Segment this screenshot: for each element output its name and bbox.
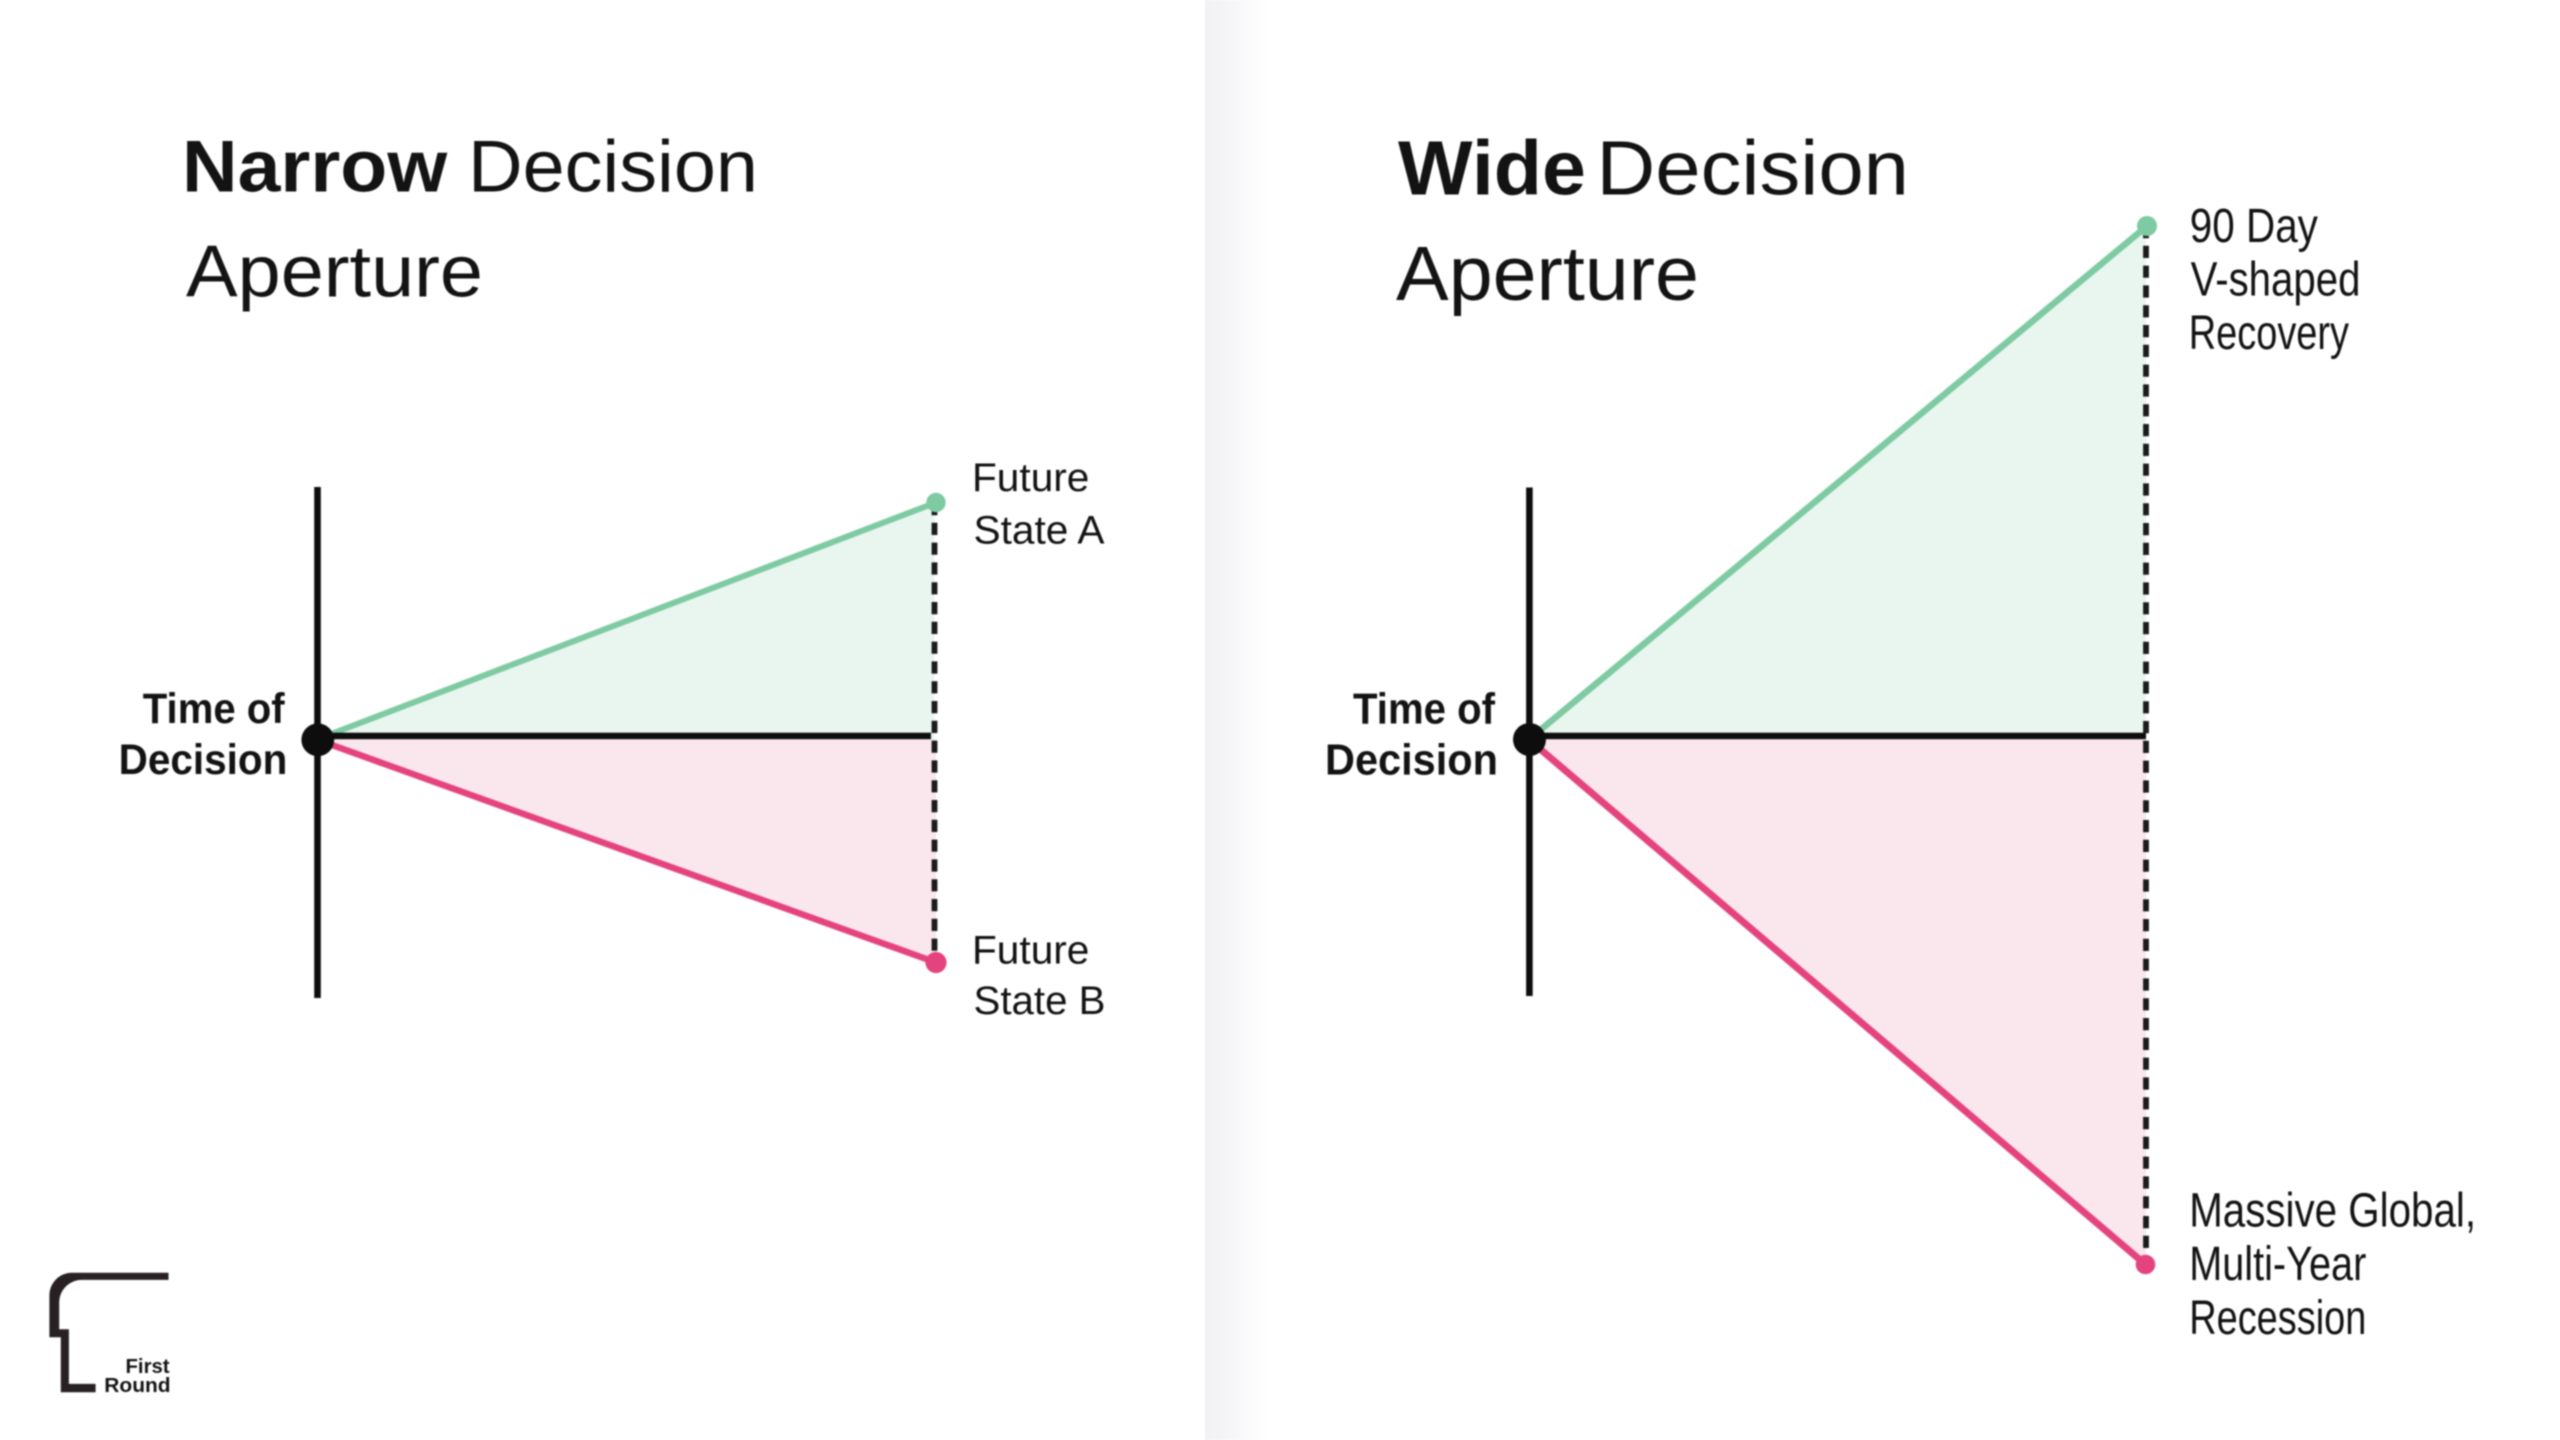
svg-text:State A: State A bbox=[974, 509, 1105, 553]
svg-text:Decision: Decision bbox=[1325, 735, 1498, 784]
svg-text:Decision: Decision bbox=[1596, 126, 1909, 212]
svg-text:Future: Future bbox=[972, 928, 1089, 972]
svg-text:Decision: Decision bbox=[119, 736, 288, 784]
svg-text:Aperture: Aperture bbox=[1396, 231, 1699, 317]
svg-text:Time of: Time of bbox=[143, 685, 285, 733]
svg-text:Time of: Time of bbox=[1353, 684, 1495, 733]
svg-text:V-shaped: V-shaped bbox=[2191, 253, 2361, 307]
svg-text:Narrow: Narrow bbox=[182, 126, 447, 207]
svg-text:Recession: Recession bbox=[2189, 1291, 2366, 1345]
svg-text:Recovery: Recovery bbox=[2189, 306, 2350, 360]
svg-text:State B: State B bbox=[974, 979, 1106, 1023]
svg-text:Round: Round bbox=[104, 1374, 170, 1397]
svg-text:Future: Future bbox=[972, 456, 1089, 500]
svg-text:90 Day: 90 Day bbox=[2190, 199, 2319, 253]
svg-text:Multi-Year: Multi-Year bbox=[2189, 1237, 2366, 1291]
svg-text:Aperture: Aperture bbox=[186, 231, 483, 312]
svg-text:First: First bbox=[126, 1355, 170, 1378]
svg-text:Decision: Decision bbox=[468, 126, 758, 207]
svg-text:Massive Global,: Massive Global, bbox=[2189, 1184, 2476, 1238]
svg-text:Wide: Wide bbox=[1398, 126, 1586, 212]
